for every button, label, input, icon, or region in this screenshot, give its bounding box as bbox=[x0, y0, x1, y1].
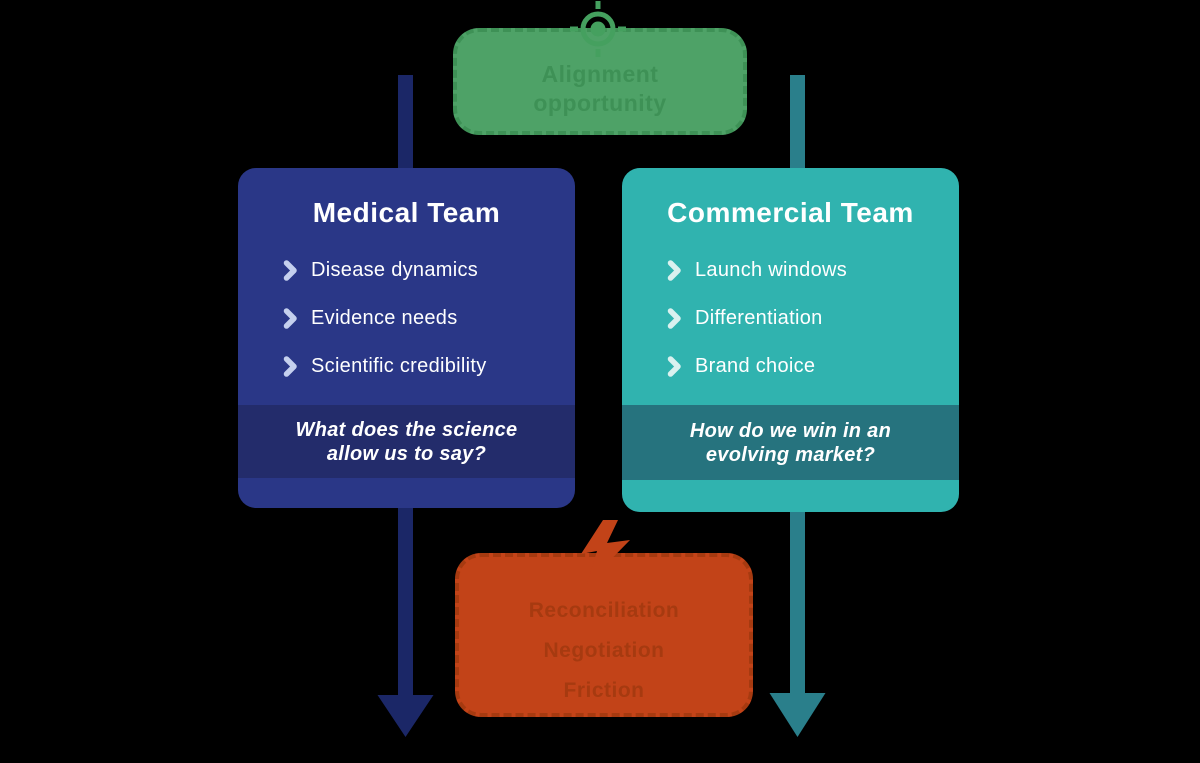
target-icon bbox=[570, 1, 626, 57]
commercial-team-box: Commercial Team Launch windows Different… bbox=[622, 168, 959, 512]
list-item: Evidence needs bbox=[283, 301, 575, 335]
friction-lines: Reconciliation Negotiation Friction bbox=[459, 591, 749, 711]
commercial-team-title: Commercial Team bbox=[667, 197, 914, 228]
list-item-label: Evidence needs bbox=[311, 306, 458, 329]
alignment-opportunity-label: Alignment opportunity bbox=[533, 60, 667, 116]
commercial-question-text: How do we win in an evolving market? bbox=[689, 419, 892, 466]
list-item-label: Disease dynamics bbox=[311, 258, 479, 281]
medical-team-list: Disease dynamics Evidence needs Scientif… bbox=[238, 253, 575, 383]
chevron-right-icon bbox=[667, 355, 681, 377]
medical-team-title: Medical Team bbox=[312, 197, 501, 228]
friction-box: Reconciliation Negotiation Friction bbox=[455, 553, 753, 717]
medical-team-box: Medical Team Disease dynamics Evidence n… bbox=[238, 168, 575, 508]
friction-line: Negotiation bbox=[543, 639, 665, 662]
chevron-right-icon bbox=[283, 307, 297, 329]
list-item: Scientific credibility bbox=[283, 349, 575, 383]
medical-question-band: What does the science allow us to say? bbox=[238, 405, 575, 478]
list-item-label: Brand choice bbox=[695, 354, 816, 377]
chevron-right-icon bbox=[283, 355, 297, 377]
medical-question-text: What does the science allow us to say? bbox=[295, 418, 518, 465]
lightning-icon bbox=[581, 520, 630, 584]
list-item: Differentiation bbox=[667, 301, 959, 335]
chevron-right-icon bbox=[667, 307, 681, 329]
list-item-label: Differentiation bbox=[695, 306, 823, 329]
chevron-right-icon bbox=[667, 259, 681, 281]
list-item-label: Scientific credibility bbox=[311, 354, 487, 377]
list-item: Disease dynamics bbox=[283, 253, 575, 287]
commercial-question-band: How do we win in an evolving market? bbox=[622, 405, 959, 480]
chevron-right-icon bbox=[283, 259, 297, 281]
list-item: Brand choice bbox=[667, 349, 959, 383]
commercial-team-list: Launch windows Differentiation Brand cho… bbox=[622, 253, 959, 383]
friction-line: Friction bbox=[563, 679, 645, 702]
friction-line: Reconciliation bbox=[528, 599, 680, 622]
list-item-label: Launch windows bbox=[695, 258, 848, 281]
list-item: Launch windows bbox=[667, 253, 959, 287]
